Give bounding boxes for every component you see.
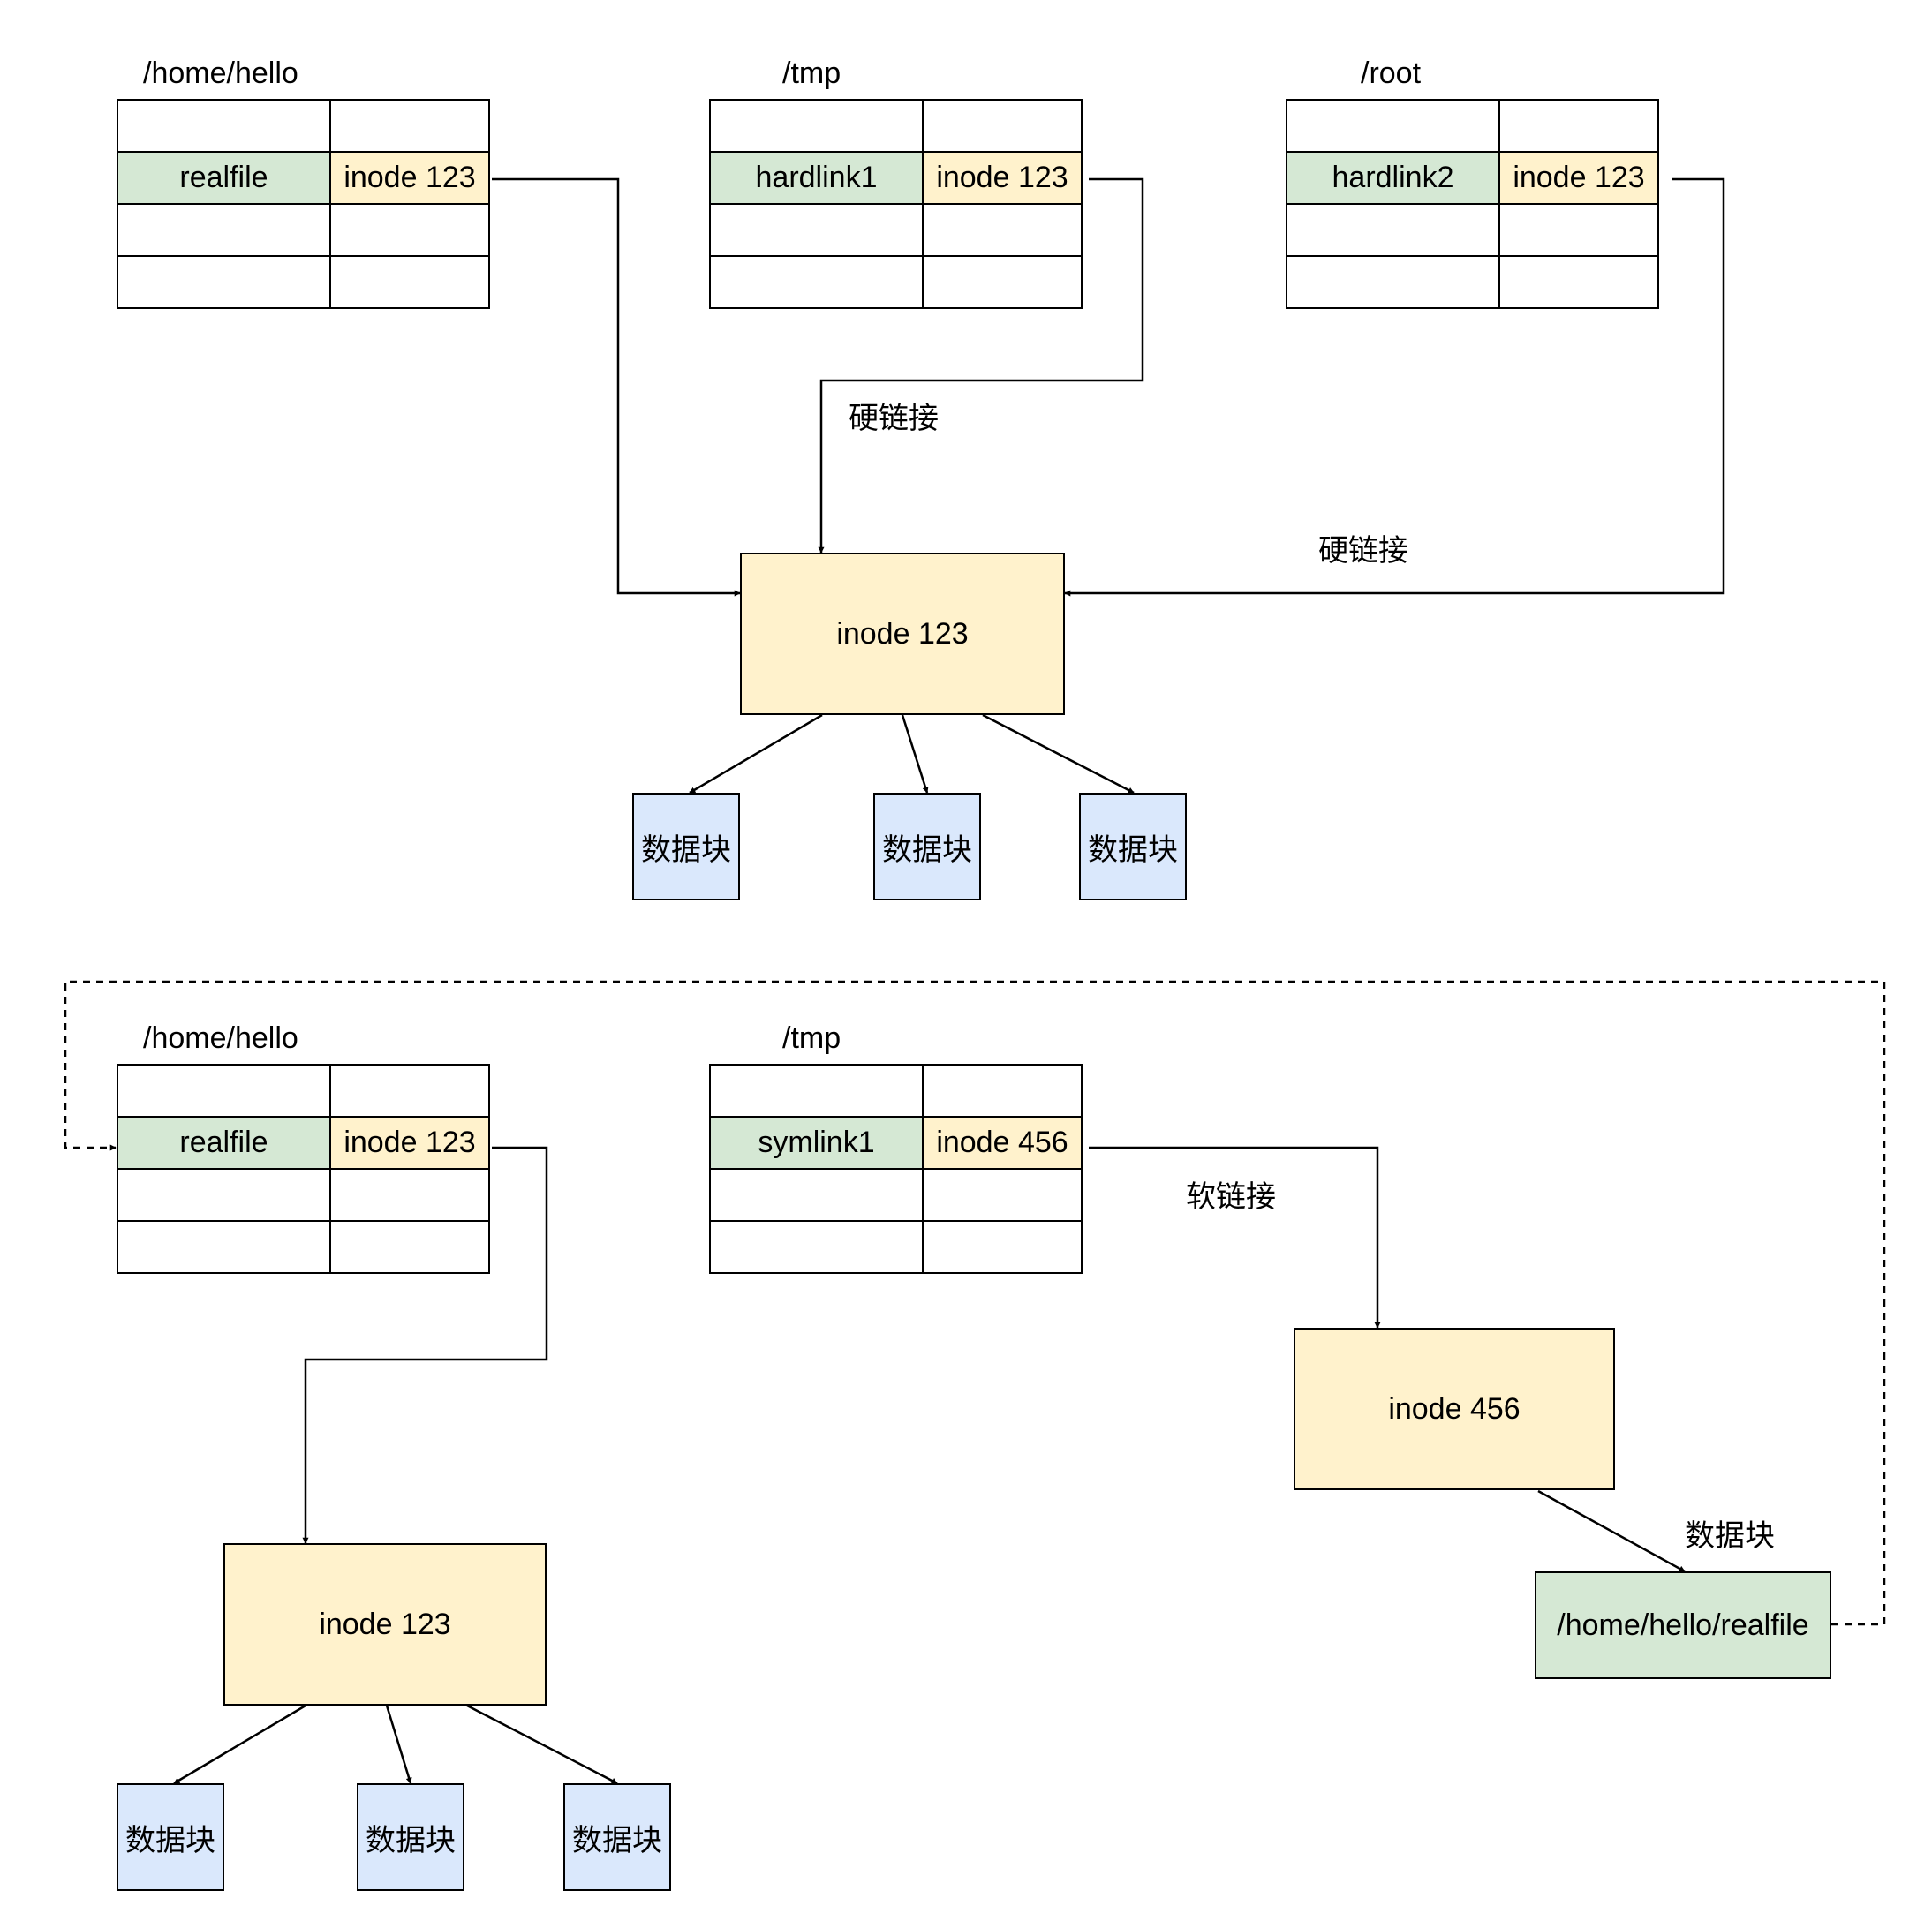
hard-link-label: 硬链接 bbox=[849, 401, 939, 436]
entry-inode: inode 123 bbox=[329, 1116, 490, 1170]
data-block: 数据块 bbox=[873, 793, 981, 900]
data-block: 数据块 bbox=[563, 1783, 671, 1891]
inode-123-box: inode 123 bbox=[740, 553, 1065, 715]
edge-symlink1-to-inode456 bbox=[1089, 1146, 1381, 1329]
soft-link-label: 软链接 bbox=[1186, 1179, 1276, 1215]
entry-name: hardlink2 bbox=[1286, 151, 1500, 205]
dir-title-tmp: /tmp bbox=[782, 56, 841, 90]
dir-title-root: /root bbox=[1361, 56, 1422, 90]
entry-name: hardlink1 bbox=[709, 151, 924, 205]
edge-inode123-block2 bbox=[901, 714, 929, 794]
symlink-target-path-block: /home/hello/realfile bbox=[1535, 1571, 1831, 1679]
edge-inode123-bottom-block2 bbox=[385, 1705, 412, 1784]
inode-456-box: inode 456 bbox=[1294, 1328, 1615, 1490]
dir-title-tmp: /tmp bbox=[782, 1021, 841, 1055]
entry-inode: inode 123 bbox=[922, 151, 1083, 205]
edge-realfile-to-inode123 bbox=[492, 177, 741, 597]
hard-link-label: 硬链接 bbox=[1318, 533, 1408, 569]
edge-inode456-to-pathblock bbox=[1537, 1489, 1686, 1573]
dir-title-home-hello: /home/hello bbox=[143, 1021, 298, 1055]
edge-inode123-bottom-block1 bbox=[173, 1704, 306, 1785]
entry-inode: inode 123 bbox=[329, 151, 490, 205]
edge-inode123-bottom-block3 bbox=[466, 1704, 618, 1785]
edge-realfile-to-inode123-bottom bbox=[302, 1146, 548, 1544]
edge-hardlink1-to-inode123 bbox=[818, 177, 1144, 554]
dir-title-home-hello: /home/hello bbox=[143, 56, 298, 90]
entry-name: realfile bbox=[117, 151, 331, 205]
data-block: 数据块 bbox=[357, 1783, 464, 1891]
data-block: 数据块 bbox=[117, 1783, 224, 1891]
entry-name: realfile bbox=[117, 1116, 331, 1170]
edge-inode123-block3 bbox=[982, 713, 1135, 795]
symlink-data-block-label: 数据块 bbox=[1685, 1518, 1775, 1554]
entry-inode: inode 456 bbox=[922, 1116, 1083, 1170]
entry-name: symlink1 bbox=[709, 1116, 924, 1170]
entry-inode: inode 123 bbox=[1498, 151, 1659, 205]
inode-123-box-bottom: inode 123 bbox=[223, 1543, 547, 1706]
edge-hardlink2-to-inode123 bbox=[1064, 177, 1725, 597]
edge-inode123-block1 bbox=[689, 713, 823, 795]
data-block: 数据块 bbox=[1079, 793, 1187, 900]
data-block: 数据块 bbox=[632, 793, 740, 900]
edge-path-to-realfile-dashed bbox=[64, 980, 1886, 1626]
